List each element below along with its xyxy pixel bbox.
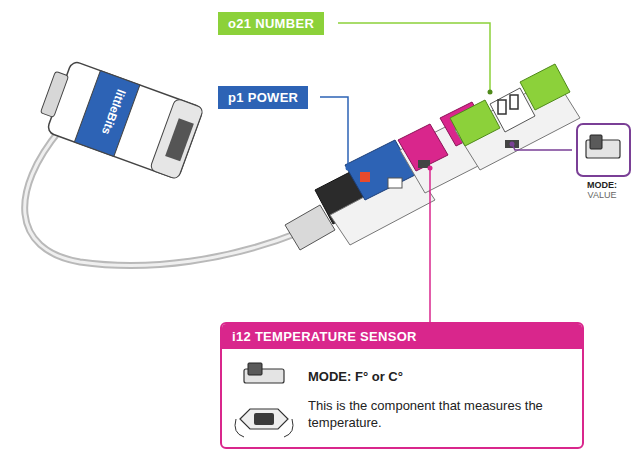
callout-heading: i12 TEMPERATURE SENSOR xyxy=(222,324,582,349)
callout-body: MODE: F° or C° This is the component that… xyxy=(222,349,582,447)
mode-note: MODE: F° or C° xyxy=(308,359,570,387)
sensor-icon xyxy=(240,409,288,429)
leader-line xyxy=(320,97,348,168)
switch-knob xyxy=(590,135,602,149)
callout-icons xyxy=(230,353,310,449)
switch-knob xyxy=(248,363,262,375)
battery xyxy=(35,56,204,179)
leader-line xyxy=(429,168,431,322)
label-tag: o21 NUMBER xyxy=(218,12,324,35)
switch-icon xyxy=(572,122,632,178)
mode-value: VALUE xyxy=(572,190,632,200)
leader-line xyxy=(338,23,490,92)
callout-box: i12 TEMPERATURE SENSOR MODE: F° or C° This… xyxy=(220,322,584,449)
icon-frame xyxy=(577,124,630,176)
number-module xyxy=(450,64,580,170)
mode-switch-box: MODE:VALUE xyxy=(572,122,632,200)
mode-text: MODE:VALUE xyxy=(572,122,632,200)
label-tag: p1 POWER xyxy=(218,86,308,109)
sensor-chip xyxy=(254,413,274,425)
tag-text: p1 POWER xyxy=(218,86,308,109)
tag-text: o21 NUMBER xyxy=(218,12,324,35)
leader-line xyxy=(512,144,572,150)
description: This is the component that measures the … xyxy=(308,397,570,437)
sensor-leads xyxy=(235,419,293,437)
mode-heading: MODE: xyxy=(572,180,632,190)
